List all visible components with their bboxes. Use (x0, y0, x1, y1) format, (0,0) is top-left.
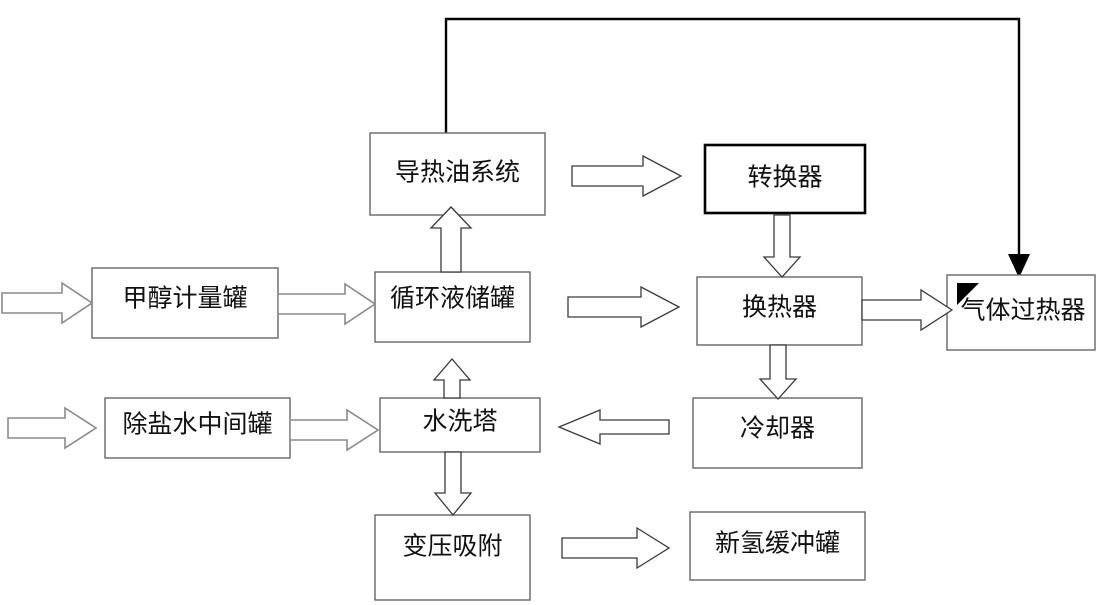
corner-marker-icon (957, 283, 979, 305)
node-label-wash-tower: 水洗塔 (422, 408, 497, 436)
connector-wash-to-circ (432, 358, 472, 399)
connector-converter-to-heatexch (762, 214, 802, 278)
node-wash-tower[interactable]: 水洗塔 (379, 397, 541, 453)
connector-heatexch-to-superheat (861, 288, 954, 332)
connector-circ-to-heatexch (567, 285, 681, 329)
node-gas-superheater[interactable]: 气体过热器 (946, 274, 1096, 351)
node-label-cooler: 冷却器 (740, 415, 815, 443)
node-label-circulating-liquid-tank: 循环液储罐 (390, 285, 515, 313)
connector-wash-to-psa (433, 451, 473, 517)
connector-circ-to-thermal (429, 206, 473, 273)
connector-heatexch-to-cooler (758, 344, 798, 400)
node-label-converter: 转换器 (747, 164, 822, 192)
node-demineralized-water-tank[interactable]: 除盐水中间罐 (104, 397, 291, 459)
connector-demin-to-wash (289, 408, 380, 452)
node-methanol-tank[interactable]: 甲醇计量罐 (91, 267, 279, 339)
connector-methanol-to-circ (277, 282, 377, 326)
node-label-thermal-oil: 导热油系统 (395, 159, 520, 187)
node-hydrogen-buffer-tank[interactable]: 新氢缓冲罐 (689, 511, 866, 581)
node-label-heat-exchanger: 换热器 (742, 294, 817, 322)
connector-thermal-to-converter (571, 154, 683, 198)
connector-psa-to-buffer (561, 526, 671, 570)
connector-cooler-to-wash (557, 409, 670, 445)
node-psa[interactable]: 变压吸附 (374, 514, 531, 601)
node-converter[interactable]: 转换器 (703, 143, 867, 215)
connector-in-demin (7, 406, 98, 450)
node-label-methanol-tank: 甲醇计量罐 (122, 285, 247, 313)
connector-in-methanol (1, 281, 94, 325)
node-circulating-liquid-tank[interactable]: 循环液储罐 (374, 271, 531, 343)
node-label-psa: 变压吸附 (402, 533, 502, 561)
node-label-hydrogen-buffer-tank: 新氢缓冲罐 (715, 530, 840, 558)
node-label-gas-superheater: 气体过热器 (960, 297, 1085, 325)
node-heat-exchanger[interactable]: 换热器 (696, 276, 863, 346)
node-label-demineralized-water-tank: 除盐水中间罐 (122, 411, 272, 439)
node-cooler[interactable]: 冷却器 (692, 397, 863, 469)
node-thermal-oil[interactable]: 导热油系统 (369, 132, 546, 216)
